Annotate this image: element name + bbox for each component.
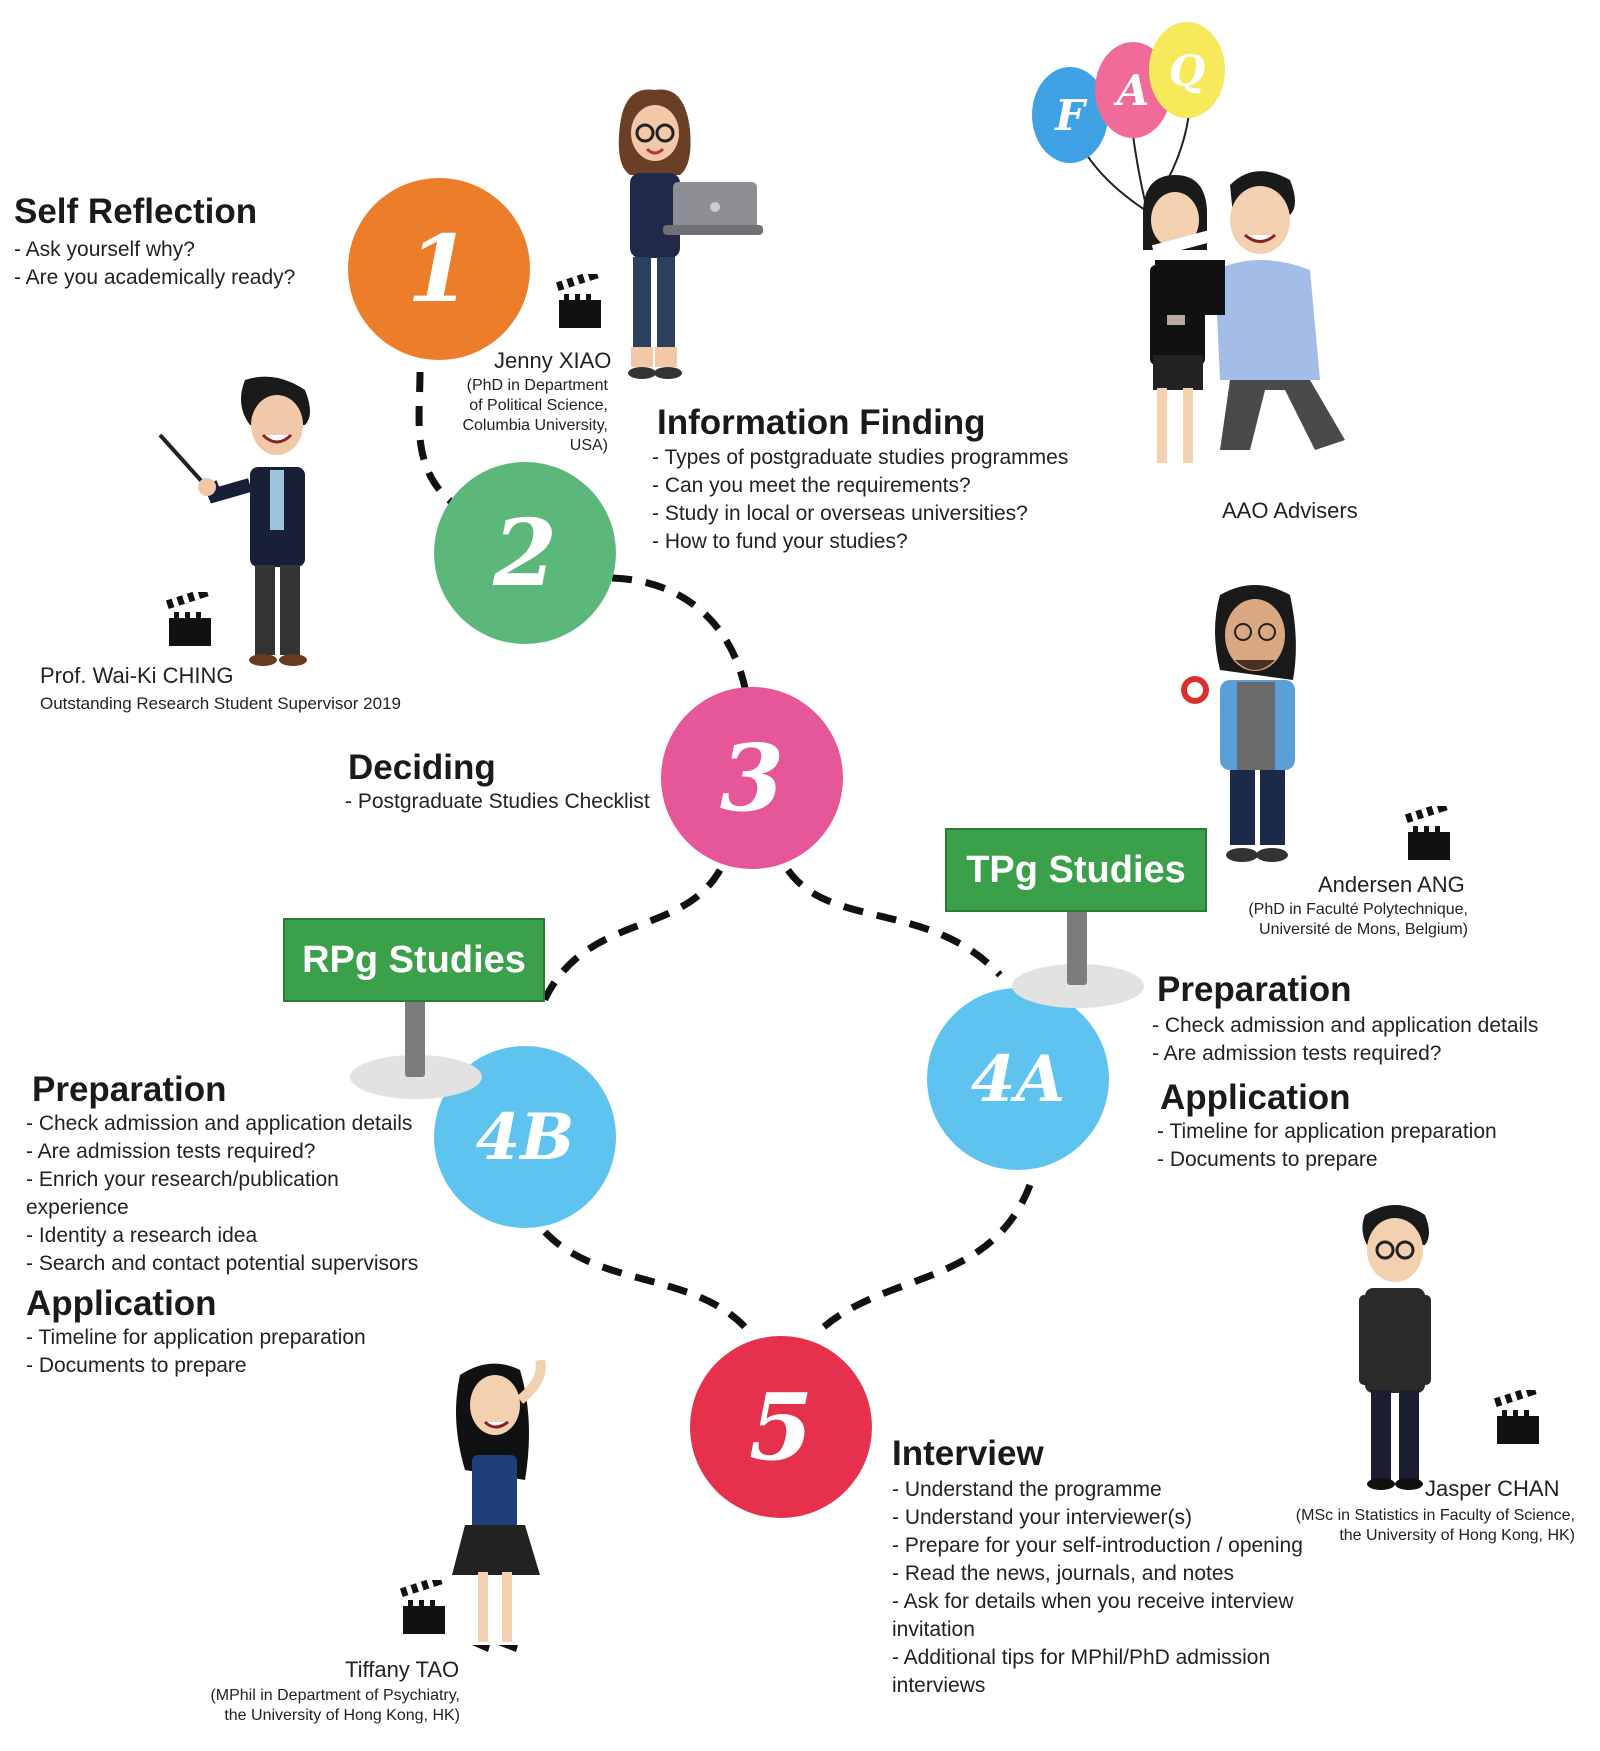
list-item: - Timeline for application preparation xyxy=(1157,1120,1497,1143)
list-item: - Are admission tests required? xyxy=(26,1140,316,1163)
path-3-to-4a xyxy=(785,867,1003,978)
andersen-name: Andersen ANG xyxy=(1318,872,1465,897)
balloon-letter-q: Q xyxy=(1169,46,1206,95)
description-line: the University of Hong Kong, HK) xyxy=(224,1707,460,1724)
list-item: - Identity a research idea xyxy=(26,1224,258,1247)
deciding-list: - Postgraduate Studies Checklist xyxy=(345,788,650,816)
description-line: the University of Hong Kong, HK) xyxy=(1339,1527,1575,1544)
aao-advisers-illustration: F A Q xyxy=(1032,22,1345,463)
ching-illustration xyxy=(158,376,310,666)
clapperboard-icon xyxy=(1494,1390,1539,1444)
rpg-sign: RPg Studies xyxy=(283,918,545,1002)
clapperboard-icon xyxy=(166,592,211,646)
faq-balloons: F A Q xyxy=(1032,22,1225,163)
step-1-circle: 1 xyxy=(348,178,530,360)
description-line: (PhD in Faculté Polytechnique, xyxy=(1248,901,1468,918)
tpg-application-title: Application xyxy=(1160,1078,1351,1117)
step-2-circle: 2 xyxy=(434,462,616,644)
list-item: - Ask yourself why? xyxy=(14,238,195,261)
list-item: - Understand your interviewer(s) xyxy=(892,1506,1192,1529)
list-item: - Study in local or overseas universitie… xyxy=(652,502,1028,525)
balloon-letter-a: A xyxy=(1113,66,1150,115)
list-item: - Timeline for application preparation xyxy=(26,1326,366,1349)
list-item: - Can you meet the requirements? xyxy=(652,474,971,497)
description-line: Columbia University, xyxy=(462,417,608,434)
description-line: USA) xyxy=(569,437,608,454)
andersen-illustration xyxy=(1181,585,1296,862)
tiffany-name: Tiffany TAO xyxy=(345,1657,460,1682)
clapperboard-icon xyxy=(556,274,601,328)
tpg-preparation-list: - Check admission and application detail… xyxy=(1152,1012,1538,1068)
tpg-preparation-title: Preparation xyxy=(1157,970,1352,1009)
path-1-to-2 xyxy=(415,371,458,508)
tiffany-description: (MPhil in Department of Psychiatry, the … xyxy=(210,1686,460,1726)
rpg-preparation-list: - Check admission and application detail… xyxy=(26,1110,426,1278)
step-2-number: 2 xyxy=(492,499,557,607)
ching-description: Outstanding Research Student Supervisor … xyxy=(40,694,401,714)
step-5-number: 5 xyxy=(748,1373,813,1481)
step-4a-number: 4A xyxy=(970,1041,1066,1117)
jasper-illustration xyxy=(1359,1205,1431,1490)
description-line: Université de Mons, Belgium) xyxy=(1259,921,1468,938)
step-3-number: 3 xyxy=(719,724,784,832)
path-2-to-3 xyxy=(611,574,749,689)
description-line: (PhD in Department xyxy=(466,377,608,394)
step-4a-circle: 4A xyxy=(927,988,1109,1170)
deciding-title: Deciding xyxy=(348,748,496,787)
self-reflection-list: - Ask yourself why? - Are you academical… xyxy=(14,236,295,292)
tpg-sign: TPg Studies xyxy=(945,828,1207,912)
ching-name: Prof. Wai-Ki CHING xyxy=(40,663,234,688)
description-line: (MSc in Statistics in Faculty of Science… xyxy=(1295,1507,1575,1524)
rpg-sign-post xyxy=(405,995,425,1077)
andersen-description: (PhD in Faculté Polytechnique, Universit… xyxy=(1248,900,1468,940)
interview-title: Interview xyxy=(892,1434,1044,1473)
tpg-sign-post xyxy=(1067,900,1087,985)
self-reflection-title: Self Reflection xyxy=(14,192,258,231)
list-item: - Check admission and application detail… xyxy=(1152,1014,1539,1037)
description-line: Outstanding Research Student Supervisor … xyxy=(40,694,402,713)
rpg-application-title: Application xyxy=(26,1284,217,1323)
list-item: - Ask for details when you receive inter… xyxy=(892,1590,1294,1641)
description-line: of Political Science, xyxy=(469,397,608,414)
jenny-description: (PhD in Department of Political Science,… xyxy=(462,376,608,456)
information-finding-list: - Types of postgraduate studies programm… xyxy=(652,444,1068,556)
path-4b-to-5 xyxy=(542,1229,755,1338)
list-item: - How to fund your studies? xyxy=(652,530,908,553)
aao-advisers-name: AAO Advisers xyxy=(1222,498,1358,523)
clapperboard-icon xyxy=(400,1580,445,1634)
list-item: - Understand the programme xyxy=(892,1478,1162,1501)
rpg-application-list: - Timeline for application preparation -… xyxy=(26,1324,366,1380)
path-4a-to-5 xyxy=(812,1183,1034,1338)
tpg-application-list: - Timeline for application preparation -… xyxy=(1157,1118,1497,1174)
list-item: - Check admission and application detail… xyxy=(26,1112,413,1135)
step-4b-number: 4B xyxy=(475,1099,575,1175)
tiffany-illustration xyxy=(452,1360,546,1652)
list-item: - Documents to prepare xyxy=(1157,1148,1378,1171)
jenny-illustration xyxy=(618,89,763,379)
step-5-circle: 5 xyxy=(690,1336,872,1518)
path-3-to-4b xyxy=(536,868,724,1012)
rpg-preparation-title: Preparation xyxy=(32,1070,227,1109)
balloon-letter-f: F xyxy=(1054,91,1088,140)
description-line: (MPhil in Department of Psychiatry, xyxy=(210,1687,460,1704)
jasper-description: (MSc in Statistics in Faculty of Science… xyxy=(1296,1506,1575,1546)
list-item: - Documents to prepare xyxy=(26,1354,247,1377)
step-1-number: 1 xyxy=(406,215,471,323)
list-item: - Additional tips for MPhil/PhD admissio… xyxy=(892,1646,1271,1697)
clapperboard-icon xyxy=(1405,806,1450,860)
interview-list: - Understand the programme - Understand … xyxy=(892,1476,1332,1700)
list-item: - Postgraduate Studies Checklist xyxy=(345,790,650,813)
list-item: - Read the news, journals, and notes xyxy=(892,1562,1235,1585)
step-3-circle: 3 xyxy=(661,687,843,869)
list-item: - Enrich your research/publication exper… xyxy=(26,1168,339,1219)
list-item: - Are you academically ready? xyxy=(14,266,296,289)
list-item: - Types of postgraduate studies programm… xyxy=(652,446,1069,469)
jenny-name: Jenny XIAO xyxy=(494,348,612,373)
list-item: - Are admission tests required? xyxy=(1152,1042,1442,1065)
list-item: - Search and contact potential superviso… xyxy=(26,1252,419,1275)
jasper-name: Jasper CHAN xyxy=(1425,1476,1560,1501)
list-item: - Prepare for your self-introduction / o… xyxy=(892,1534,1303,1557)
information-finding-title: Information Finding xyxy=(657,403,986,442)
